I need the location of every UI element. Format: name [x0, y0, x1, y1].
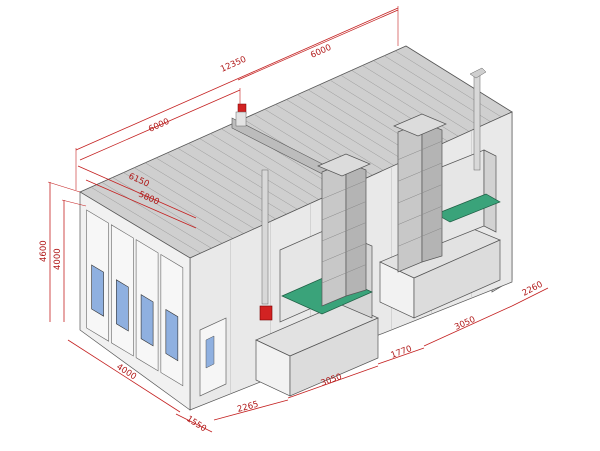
filter-green-b — [435, 193, 501, 223]
burner-box — [259, 305, 273, 321]
dim-unit-b-length: 3050 — [453, 315, 477, 333]
fan-unit-a — [255, 153, 379, 397]
personnel-door — [199, 317, 227, 397]
fan-unit-b — [379, 67, 501, 319]
front-doors — [86, 209, 184, 387]
dim-door-offset: 1550 — [184, 414, 208, 434]
roof-ribs — [90, 50, 502, 254]
exhaust-pipe-a — [261, 169, 269, 305]
duct-a — [321, 161, 347, 307]
dim-height-outer: 4600 — [39, 240, 49, 262]
dim-section-left: 6000 — [147, 117, 171, 135]
dim-total-length: 12350 — [219, 55, 248, 75]
dim-height-inner: 4000 — [53, 248, 63, 270]
dim-unit-spacing-a: 2265 — [236, 400, 259, 415]
dimension-lines — [47, 6, 549, 433]
exhaust-pipe-b — [473, 73, 481, 171]
duct-b — [397, 121, 423, 273]
dim-unit-gap: 1770 — [390, 344, 414, 361]
